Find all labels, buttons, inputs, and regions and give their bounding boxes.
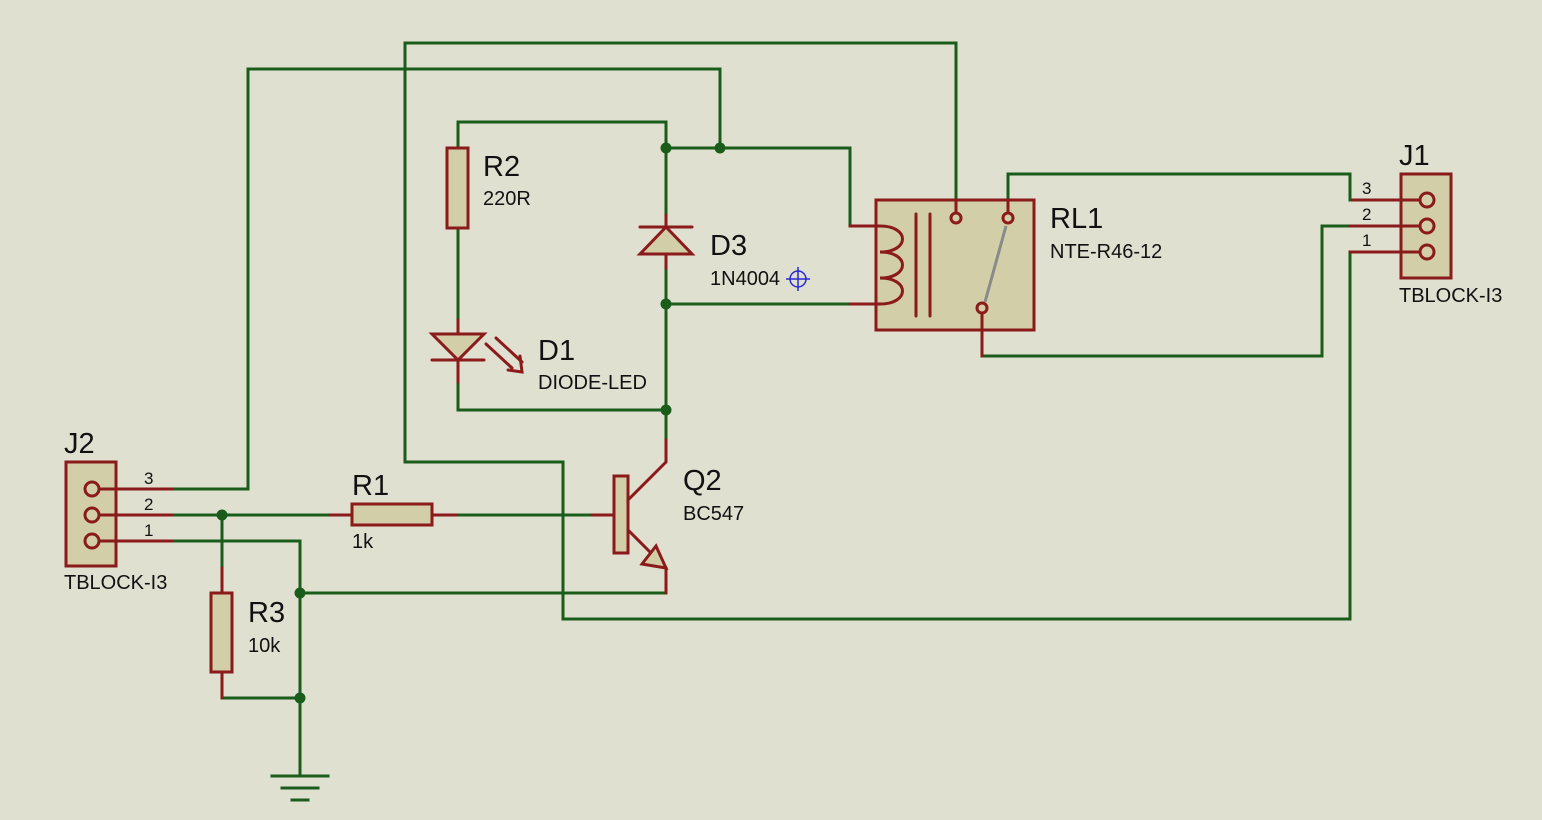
junction-collector	[660, 404, 672, 416]
j2-terminal-3	[83, 480, 101, 498]
d1-arrow-1	[484, 342, 514, 370]
wire-j2-pin1-to-ground[interactable]	[170, 539, 302, 777]
j2-pin-label-1: 1	[144, 521, 153, 540]
wire-relay-nc-loop[interactable]	[403, 41, 1352, 621]
d1-value: DIODE-LED	[538, 372, 647, 394]
q2-ref: Q2	[683, 465, 722, 497]
rl1-contact-com	[975, 301, 989, 315]
rl1-coil	[879, 224, 904, 306]
wire-relay-common-to-j1-pin2[interactable]	[980, 224, 1352, 358]
j1-value: TBLOCK-I3	[1399, 285, 1502, 307]
diode-d3[interactable]: D3 1N4004	[636, 213, 780, 290]
d3-value: 1N4004	[710, 268, 780, 290]
junction-j2-pin2	[216, 509, 228, 521]
q2-value: BC547	[683, 503, 744, 525]
junction-r3-ground	[294, 692, 306, 704]
junction-d3-top	[660, 142, 672, 154]
j1-ref: J1	[1399, 140, 1430, 172]
j1-pin-label-3: 3	[1362, 179, 1371, 198]
j1-terminal-1	[1418, 243, 1436, 261]
r1-value: 1k	[352, 531, 374, 553]
r1-body	[350, 502, 434, 527]
crosshair-icon	[786, 267, 810, 291]
rl1-value: NTE-R46-12	[1050, 241, 1162, 263]
rl1-body	[874, 198, 1036, 332]
q2-collector	[626, 460, 668, 502]
d3-triangle	[636, 224, 696, 256]
transistor-q2[interactable]: Q2 BC547	[590, 438, 744, 595]
r3-ref: R3	[248, 597, 285, 629]
rl1-contact-no	[1001, 211, 1015, 225]
junctions	[216, 142, 726, 704]
q2-base-bar	[612, 474, 630, 555]
resistor-r1[interactable]: R1 1k	[328, 470, 458, 553]
r2-ref: R2	[483, 151, 520, 183]
ground-icon	[270, 774, 330, 802]
j2-value: TBLOCK-I3	[64, 572, 167, 594]
r2-value: 220R	[483, 188, 531, 210]
d1-triangle	[428, 332, 488, 363]
wire-j2-pin3-to-coil[interactable]	[170, 67, 722, 491]
j2-pin-label-2: 2	[144, 495, 153, 514]
r3-body	[209, 591, 234, 674]
j2-terminal-1	[83, 532, 101, 550]
relay-rl1[interactable]: RL1 NTE-R46-12	[848, 198, 1162, 358]
d1-arrow-2	[494, 336, 524, 364]
connector-j1[interactable]: J1 TBLOCK-I3 3 2 1	[1348, 140, 1502, 307]
junction-coil-top	[714, 142, 726, 154]
led-d1[interactable]: D1 DIODE-LED	[428, 318, 647, 394]
rl1-switch-arm	[983, 225, 1008, 303]
r2-body	[445, 146, 470, 230]
r1-ref: R1	[352, 470, 389, 502]
j1-pin-label-2: 2	[1362, 205, 1371, 224]
resistor-r2[interactable]: R2 220R	[445, 146, 531, 230]
j2-pin-label-3: 3	[144, 469, 153, 488]
wire-relay-no-to-j1-pin3[interactable]	[1006, 172, 1352, 202]
d3-ref: D3	[710, 230, 747, 262]
d1-arrow-head	[506, 354, 524, 374]
resistor-r3[interactable]: R3 10k	[209, 566, 285, 700]
j1-terminal-3	[1418, 191, 1436, 209]
connector-j2[interactable]: J2 TBLOCK-I3 3 2 1	[64, 428, 174, 594]
j2-ref: J2	[64, 428, 95, 460]
d1-ref: D1	[538, 335, 575, 367]
junction-emitter-ground	[294, 587, 306, 599]
rl1-contact-nc	[949, 211, 963, 225]
rl1-ref: RL1	[1050, 203, 1103, 235]
wires	[170, 41, 1352, 777]
j1-pin-label-1: 1	[1362, 231, 1371, 250]
junction-d3-anode	[660, 298, 672, 310]
j1-terminal-2	[1418, 217, 1436, 235]
j2-terminal-2	[83, 506, 101, 524]
r3-value: 10k	[248, 635, 281, 657]
q2-emitter-arrow	[639, 543, 669, 570]
wire-d1-to-collector[interactable]	[456, 380, 668, 412]
